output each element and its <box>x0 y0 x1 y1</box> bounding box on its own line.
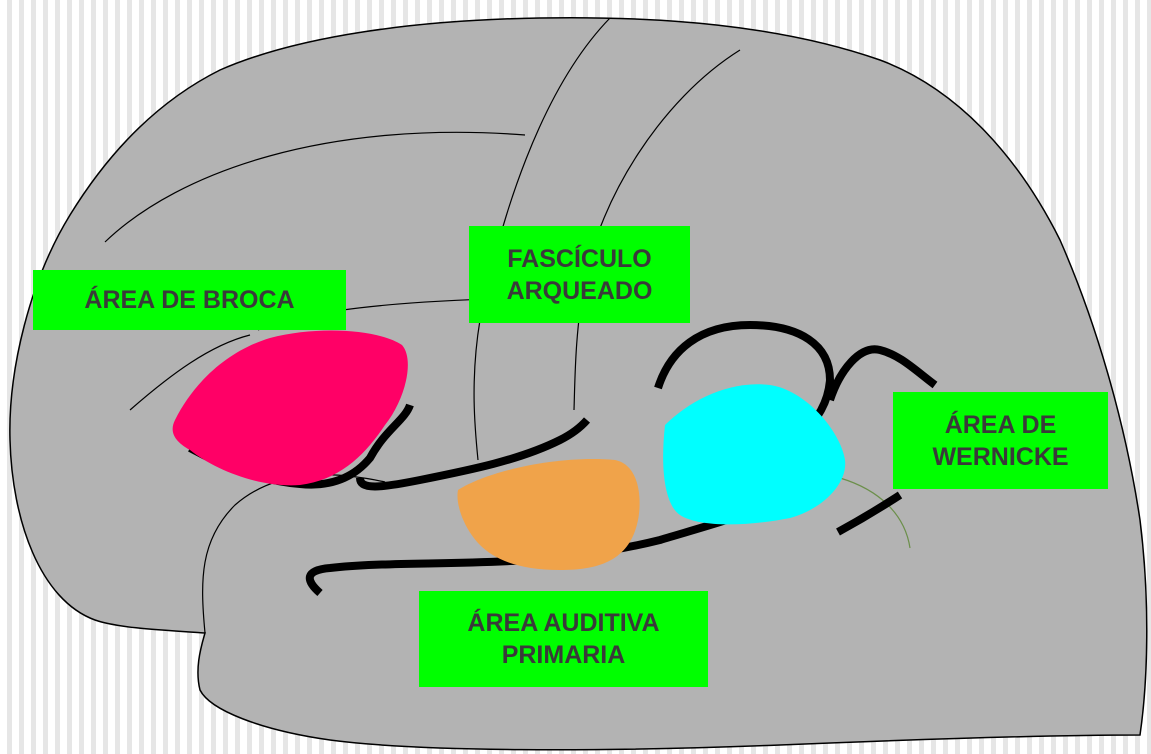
broca-label-text: ÁREA DE BROCA <box>84 284 294 316</box>
fasciculo-label-line1: FASCÍCULO <box>507 243 651 275</box>
auditiva-primaria-label: ÁREA AUDITIVA PRIMARIA <box>419 591 708 687</box>
auditiva-label-line1: ÁREA AUDITIVA <box>467 607 659 639</box>
fasciculo-arqueado-label: FASCÍCULO ARQUEADO <box>469 226 690 323</box>
broca-label: ÁREA DE BROCA <box>33 270 346 330</box>
fasciculo-label-line2: ARQUEADO <box>507 275 653 307</box>
wernicke-label: ÁREA DE WERNICKE <box>893 392 1108 489</box>
wernicke-label-line1: ÁREA DE <box>945 409 1057 441</box>
auditiva-label-line2: PRIMARIA <box>502 639 626 671</box>
wernicke-label-line2: WERNICKE <box>932 441 1068 473</box>
